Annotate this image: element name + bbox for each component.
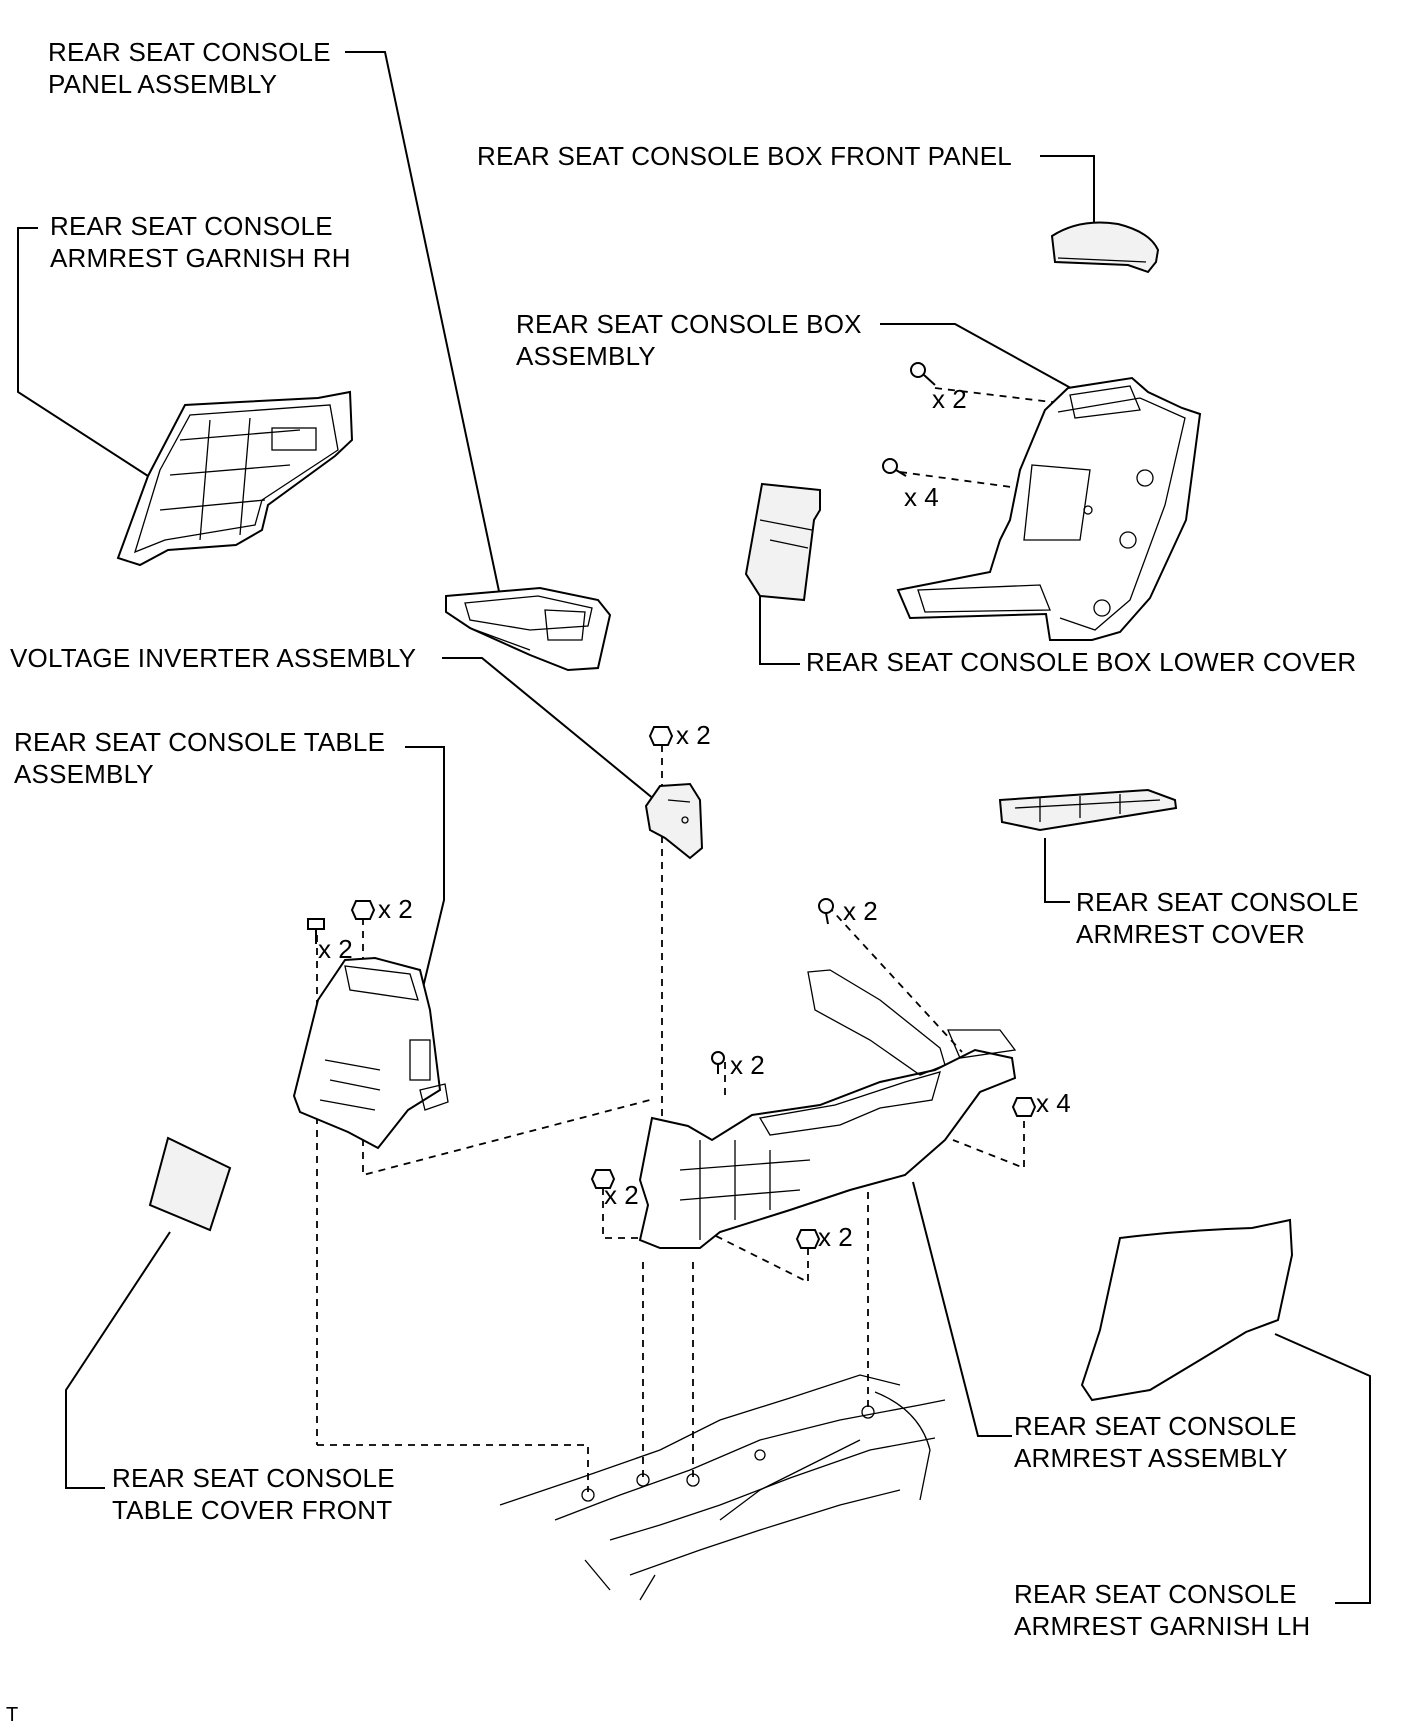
leader-lines [17, 51, 1371, 1604]
label-box-front-panel: REAR SEAT CONSOLE BOX FRONT PANEL [477, 141, 1012, 171]
qty-armrest-bolts-top: x 2 [843, 896, 878, 926]
armrest-cover-part [998, 788, 1178, 832]
console-armrest-assembly-part [638, 969, 1017, 1249]
qty-armrest-nuts-right: x 4 [1036, 1088, 1071, 1118]
nut-icon [648, 726, 674, 746]
qty-table-bolts: x 2 [318, 934, 353, 964]
qty-box-screws-top: x 2 [932, 384, 967, 414]
nut-icon [350, 900, 376, 920]
nut-icon [590, 1169, 616, 1189]
label-armrest-cover: REAR SEAT CONSOLE ARMREST COVER [1076, 887, 1359, 949]
console-panel-assembly-part [445, 586, 612, 672]
armrest-garnish-lh-part [1080, 1218, 1294, 1402]
box-front-panel-part [1050, 221, 1160, 274]
console-box-assembly-part [896, 376, 1202, 641]
nut-icon [795, 1229, 821, 1249]
label-armrest-garnish-rh: REAR SEAT CONSOLE ARMREST GARNISH RH [50, 211, 351, 273]
corner-code: T [6, 1704, 19, 1726]
box-lower-cover-part [744, 482, 821, 602]
fasteners [307, 362, 1037, 1249]
qty-armrest-screws-mid: x 2 [730, 1050, 765, 1080]
qty-bracket-nuts-left: x 2 [604, 1180, 639, 1210]
nut-icon [1011, 1097, 1037, 1117]
label-box-lower-cover: REAR SEAT CONSOLE BOX LOWER COVER [806, 647, 1357, 677]
qty-box-screws-mid: x 4 [904, 482, 939, 512]
qty-inverter-nuts: x 2 [676, 720, 711, 750]
screw-icon [882, 458, 907, 477]
label-panel-assembly: REAR SEAT CONSOLE PANEL ASSEMBLY [48, 37, 331, 99]
label-armrest-assembly: REAR SEAT CONSOLE ARMREST ASSEMBLY [1014, 1411, 1297, 1473]
qty-table-nuts: x 2 [378, 894, 413, 924]
voltage-inverter-part [644, 782, 704, 860]
floor-panel-part [499, 1374, 946, 1601]
label-table-cover-front: REAR SEAT CONSOLE TABLE COVER FRONT [112, 1463, 395, 1525]
label-voltage-inverter: VOLTAGE INVERTER ASSEMBLY [10, 643, 417, 673]
label-armrest-garnish-lh: REAR SEAT CONSOLE ARMREST GARNISH LH [1014, 1579, 1311, 1641]
screw-icon [910, 362, 936, 386]
armrest-garnish-rh-part [116, 390, 354, 567]
table-cover-front-part [148, 1136, 232, 1232]
screw-icon [711, 1051, 725, 1074]
qty-bracket-nuts-right: x 2 [818, 1222, 853, 1252]
label-table-assembly: REAR SEAT CONSOLE TABLE ASSEMBLY [14, 727, 386, 789]
console-table-assembly-part [292, 956, 449, 1150]
label-box-assembly: REAR SEAT CONSOLE BOX ASSEMBLY [516, 309, 862, 371]
assembly-lines [316, 387, 1086, 1492]
screw-icon [818, 898, 834, 925]
bolt-icon [307, 918, 325, 944]
